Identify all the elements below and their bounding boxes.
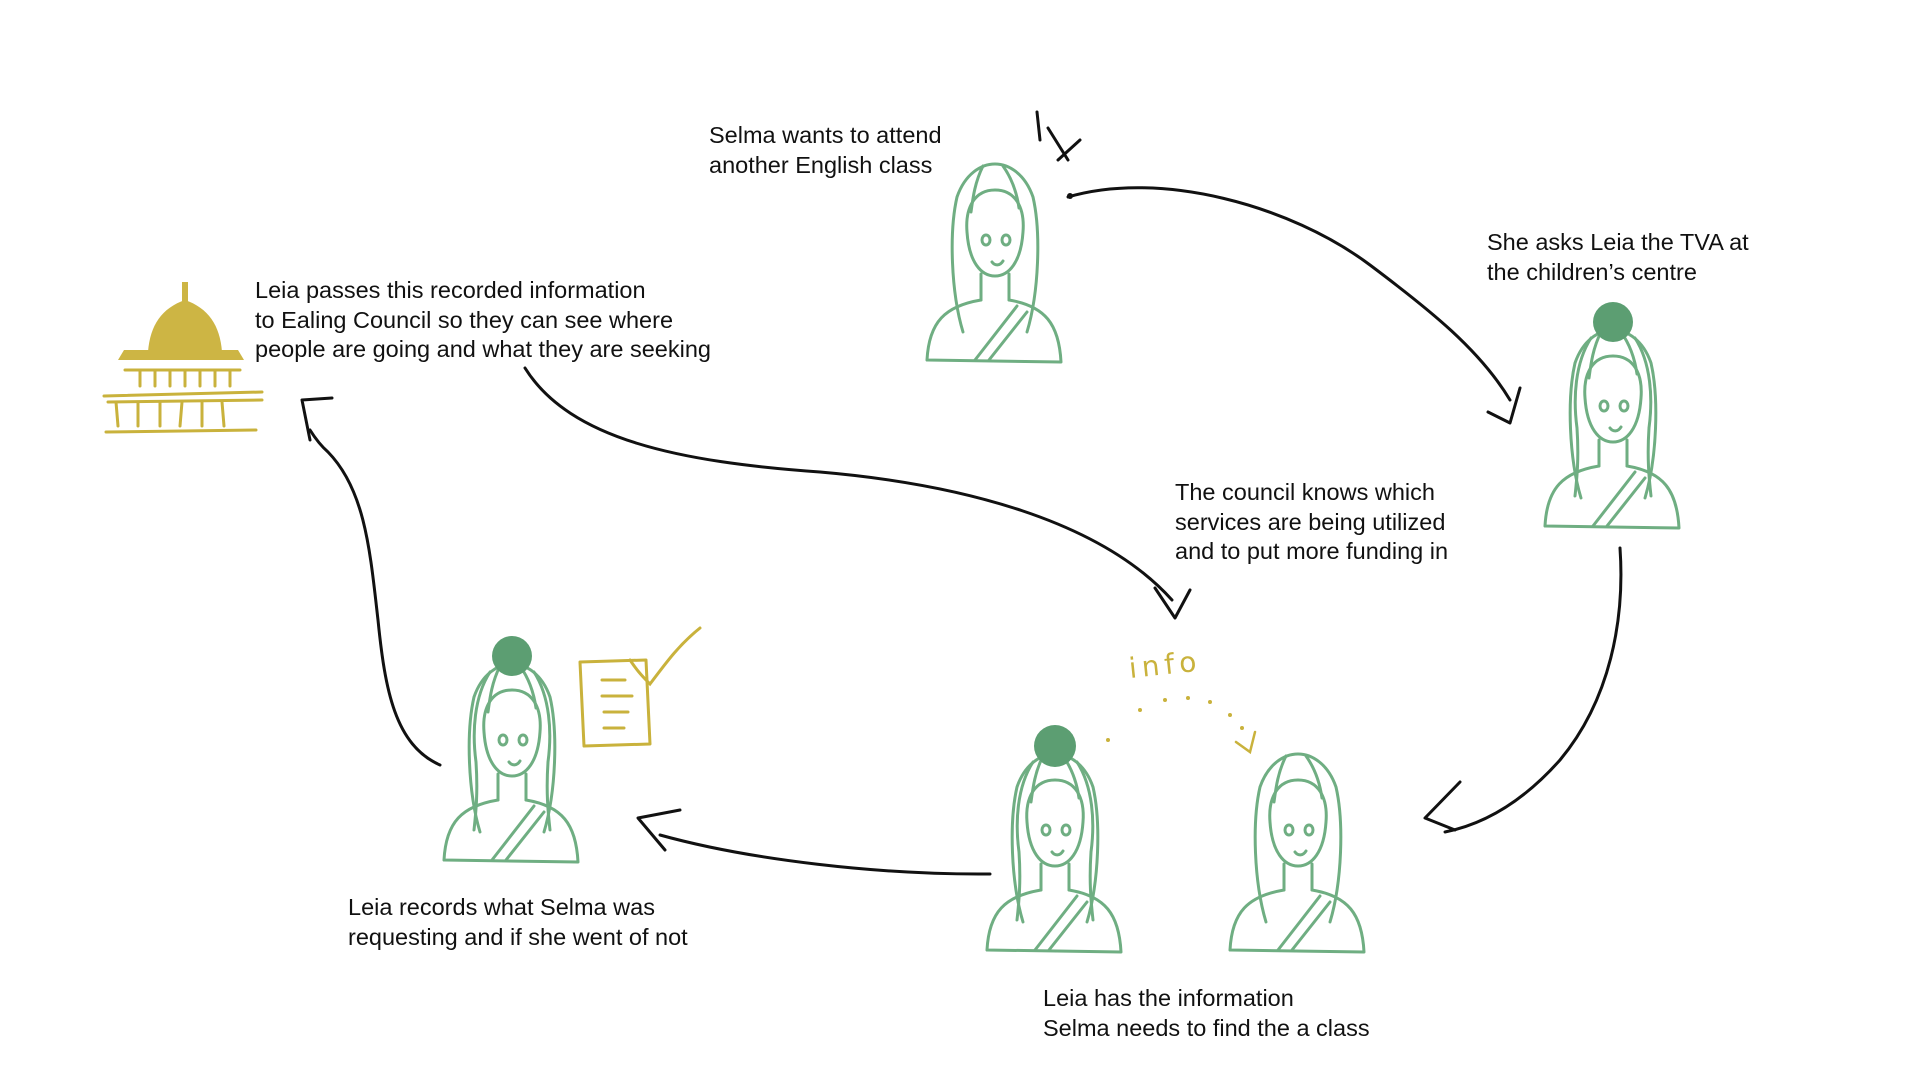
arrow-ask-to-find	[1443, 546, 1623, 834]
bun-leia-bottom	[1034, 725, 1076, 767]
arrowhead-center	[1153, 586, 1192, 620]
caption-line: Leia has the information	[1043, 985, 1294, 1011]
document-icon	[578, 658, 652, 748]
arrowhead-find	[1423, 780, 1462, 832]
exclaim-marks	[1035, 110, 1042, 142]
arrowhead-ask	[1486, 386, 1522, 425]
arrow-want-to-ask	[1066, 186, 1512, 402]
caption-line: another English class	[709, 151, 933, 178]
info-transfer	[1106, 696, 1244, 742]
caption-line: Selma wants to attend	[709, 122, 942, 148]
caption-line: the children’s centre	[1487, 258, 1697, 285]
caption-line: Selma needs to find the a class	[1043, 1014, 1370, 1041]
arrow-record-to-council	[308, 428, 442, 767]
caption-line: She asks Leia the TVA at	[1487, 229, 1749, 255]
caption-find: Leia has the information Selma needs to …	[1043, 984, 1370, 1043]
caption-want: Selma wants to attend another English cl…	[709, 121, 942, 180]
leia-left	[442, 662, 580, 864]
caption-line: services are being utilized	[1175, 508, 1446, 535]
caption-council: The council knows which services are bei…	[1175, 478, 1448, 567]
caption-line: and to put more funding in	[1175, 538, 1449, 564]
bun-leia-left	[492, 636, 532, 676]
caption-pass: Leia passes this recorded information to…	[255, 276, 711, 365]
caption-line: Leia passes this recorded information	[255, 277, 646, 303]
leia-right	[1543, 328, 1681, 530]
leia-bottom	[985, 752, 1123, 954]
selma-bottom	[1228, 752, 1366, 954]
info-label: info	[1127, 645, 1203, 685]
caption-line: The council knows which	[1175, 479, 1435, 505]
council-building-icon	[102, 282, 264, 434]
arrowhead-record	[636, 808, 682, 852]
arrowhead-council	[300, 396, 334, 442]
arrow-find-to-record	[658, 833, 992, 876]
caption-line: people are going and what they are seeki…	[255, 336, 711, 362]
bun-leia-right	[1593, 302, 1633, 342]
caption-ask: She asks Leia the TVA at the children’s …	[1487, 228, 1749, 287]
selma-top	[925, 162, 1063, 364]
arrow-council-to-center	[523, 366, 1174, 602]
caption-record: Leia records what Selma was requesting a…	[348, 893, 688, 952]
caption-line: requesting and if she went of not	[348, 923, 688, 950]
info-arrowhead	[1234, 730, 1257, 755]
caption-line: Leia records what Selma was	[348, 894, 655, 920]
checkmark-icon	[628, 626, 702, 687]
caption-line: to Ealing Council so they can see where	[255, 306, 674, 333]
